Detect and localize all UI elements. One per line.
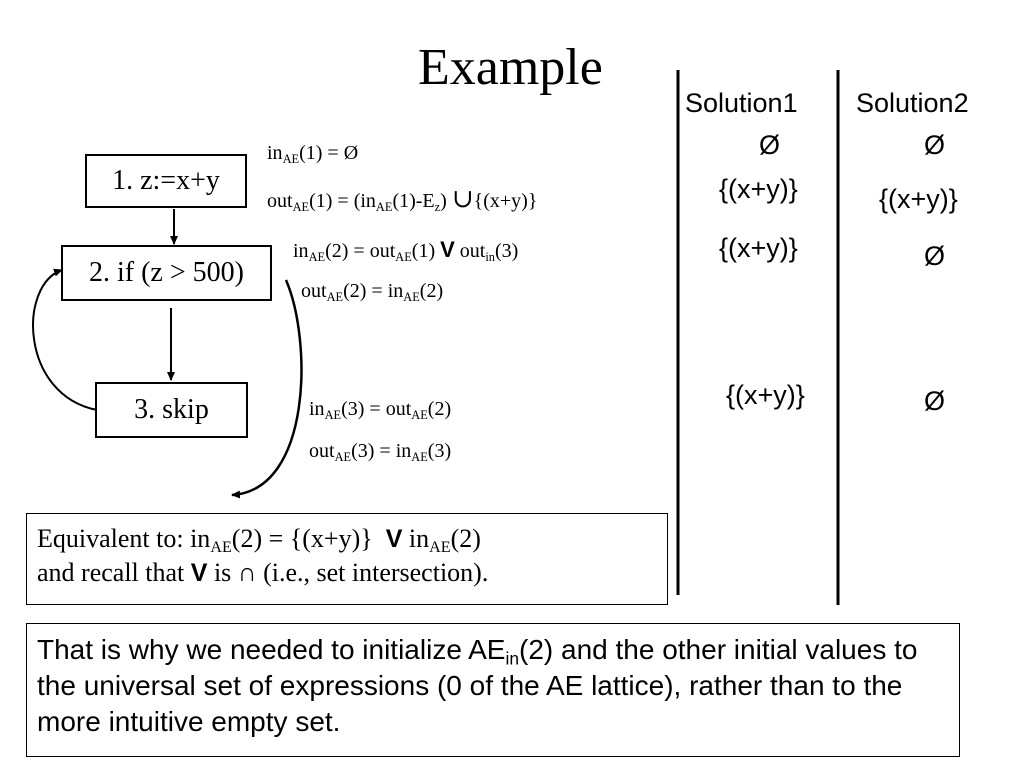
solution1-value-3: {(x+y)} [719, 233, 798, 263]
solution1-value-4: {(x+y)} [726, 380, 805, 410]
eq-out-1: outAE(1) = (inAE(1)-Ez) ∪{(x+y)} [267, 184, 538, 214]
solution2-value-3: Ø [924, 241, 946, 271]
meet-symbol: V [440, 237, 455, 262]
eq-in-1: inAE(1) = Ø [267, 142, 359, 166]
solution2-value-1: Ø [924, 130, 946, 160]
solution1-value-1: Ø [759, 130, 781, 160]
back-edge-3-to-2 [32, 268, 98, 411]
eq-out-3: outAE(3) = inAE(3) [309, 440, 452, 464]
exit-edge-2 [231, 279, 303, 499]
equivalence-note: Equivalent to: inAE(2) = {(x+y)} V inAE(… [26, 513, 668, 605]
eq-out-2: outAE(2) = inAE(2) [301, 280, 444, 304]
explanation-note: That is why we needed to initialize AEin… [26, 623, 960, 757]
solution2-value-2: {(x+y)} [879, 184, 958, 214]
equivalence-note-line-2: and recall that V is ∩ (i.e., set inters… [37, 558, 489, 587]
node-2-label: 2. if (z > 500) [89, 257, 244, 288]
eq-in-2: inAE(2) = outAE(1) V outin(3) [293, 237, 519, 264]
node-1-box: 1. z:=x+y [85, 154, 247, 208]
eq-in-3: inAE(3) = outAE(2) [309, 398, 452, 422]
solution2-header: Solution2 [856, 88, 969, 118]
union-symbol: ∪ [451, 184, 474, 213]
slide-title: Example [418, 39, 603, 96]
solution1-value-2: {(x+y)} [719, 174, 798, 204]
solution2-value-4: Ø [924, 386, 946, 416]
node-1-label: 1. z:=x+y [112, 165, 220, 196]
node-3-label: 3. skip [134, 394, 209, 425]
equivalence-note-line-1: Equivalent to: inAE(2) = {(x+y)} V inAE(… [37, 524, 481, 557]
node-2-box: 2. if (z > 500) [61, 245, 272, 301]
node-3-box: 3. skip [95, 382, 248, 438]
solution1-header: Solution1 [685, 88, 798, 118]
